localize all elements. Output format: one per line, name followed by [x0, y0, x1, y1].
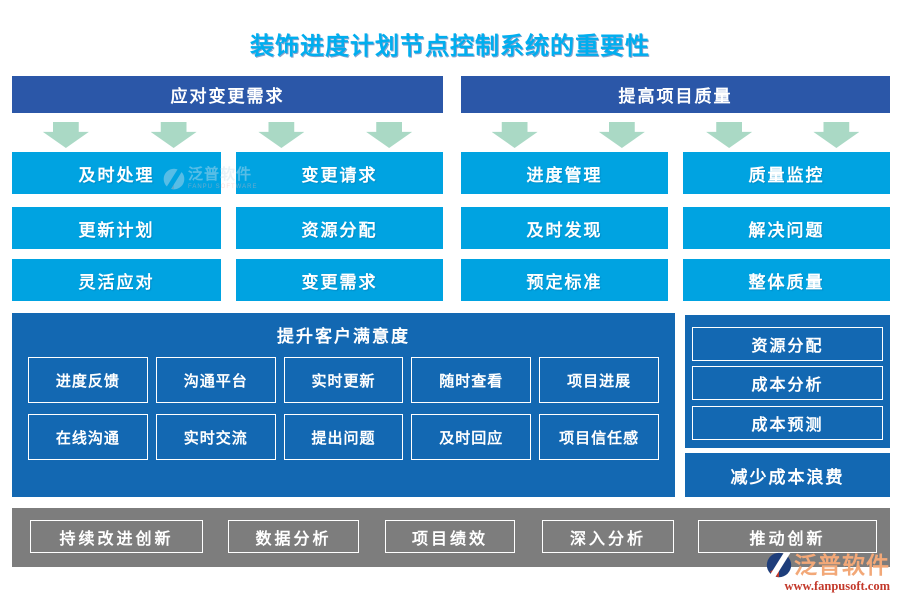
section-header-project-quality: 提高项目质量 — [461, 76, 890, 113]
page-title: 装饰进度计划节点控制系统的重要性 — [250, 33, 650, 60]
watermark-sub: FANPU SOFTWARE — [188, 184, 258, 190]
down-arrow-icon — [150, 122, 197, 148]
chip-view-anytime: 随时查看 — [411, 357, 532, 403]
block-solve-problems: 解决问题 — [683, 207, 890, 249]
chip-realtime-update: 实时更新 — [283, 357, 404, 403]
watermark-name: 泛普软件 — [188, 166, 253, 183]
chip-resource-allocation: 资源分配 — [692, 327, 883, 361]
section-header-change-demand: 应对变更需求 — [12, 76, 443, 113]
customer-satisfaction-panel: 提升客户满意度 进度反馈 沟通平台 实时更新 随时查看 项目进展 在线沟通 实时… — [12, 313, 675, 497]
brand-name: 泛普软件 — [794, 551, 890, 578]
cost-panel: 资源分配 成本分析 成本预测 — [685, 315, 890, 448]
chip-raise-questions: 提出问题 — [283, 414, 404, 460]
block-timely-handling: 及时处理 — [12, 152, 221, 194]
block-preset-standard: 预定标准 — [461, 259, 668, 301]
bottom-bar: 持续改进创新 数据分析 项目绩效 深入分析 推动创新 — [12, 508, 890, 567]
block-reduce-cost-waste: 减少成本浪费 — [685, 453, 890, 497]
fanpu-logo-icon — [766, 552, 792, 578]
chip-continuous-improvement: 持续改进创新 — [30, 520, 203, 553]
satisfaction-panel-title: 提升客户满意度 — [277, 327, 410, 346]
block-flexible-response: 灵活应对 — [12, 259, 221, 301]
chip-deep-analysis: 深入分析 — [542, 520, 674, 553]
block-resource-alloc: 资源分配 — [236, 207, 443, 249]
chip-timely-response: 及时回应 — [411, 414, 532, 460]
down-arrow-icon — [598, 122, 645, 148]
arrow-row-left — [12, 122, 443, 148]
chip-cost-analysis: 成本分析 — [692, 366, 883, 400]
chip-cost-forecast: 成本预测 — [692, 406, 883, 440]
block-change-demand: 变更需求 — [236, 259, 443, 301]
block-timely-discovery: 及时发现 — [461, 207, 668, 249]
fanpu-logo-icon — [163, 167, 185, 190]
chip-project-performance: 项目绩效 — [385, 520, 515, 553]
brand-url: www.fanpusoft.com — [784, 579, 890, 593]
down-arrow-icon — [491, 122, 538, 148]
down-arrow-icon — [366, 122, 413, 148]
block-change-request: 变更请求 — [236, 152, 443, 194]
down-arrow-icon — [706, 122, 753, 148]
block-progress-mgmt: 进度管理 — [461, 152, 668, 194]
chip-online-communication: 在线沟通 — [28, 414, 148, 460]
down-arrow-icon — [42, 122, 89, 148]
satisfaction-row-2: 在线沟通 实时交流 提出问题 及时回应 项目信任感 — [28, 414, 659, 460]
chip-communication-platform: 沟通平台 — [155, 357, 276, 403]
block-quality-monitor: 质量监控 — [683, 152, 890, 194]
chip-project-trust: 项目信任感 — [539, 414, 659, 460]
chip-drive-innovation: 推动创新 — [698, 520, 877, 553]
chip-project-progress: 项目进展 — [539, 357, 659, 403]
chip-progress-feedback: 进度反馈 — [28, 357, 148, 403]
block-update-plan: 更新计划 — [12, 207, 221, 249]
down-arrow-icon — [813, 122, 860, 148]
arrow-row-right — [461, 122, 890, 148]
down-arrow-icon — [258, 122, 305, 148]
chip-data-analysis: 数据分析 — [228, 520, 359, 553]
block-overall-quality: 整体质量 — [683, 259, 890, 301]
satisfaction-row-1: 进度反馈 沟通平台 实时更新 随时查看 项目进展 — [28, 357, 659, 403]
chip-realtime-exchange: 实时交流 — [155, 414, 276, 460]
watermark: 泛普软件 FANPU SOFTWARE — [163, 167, 257, 190]
brand-logo: 泛普软件 www.fanpusoft.com — [758, 552, 890, 593]
